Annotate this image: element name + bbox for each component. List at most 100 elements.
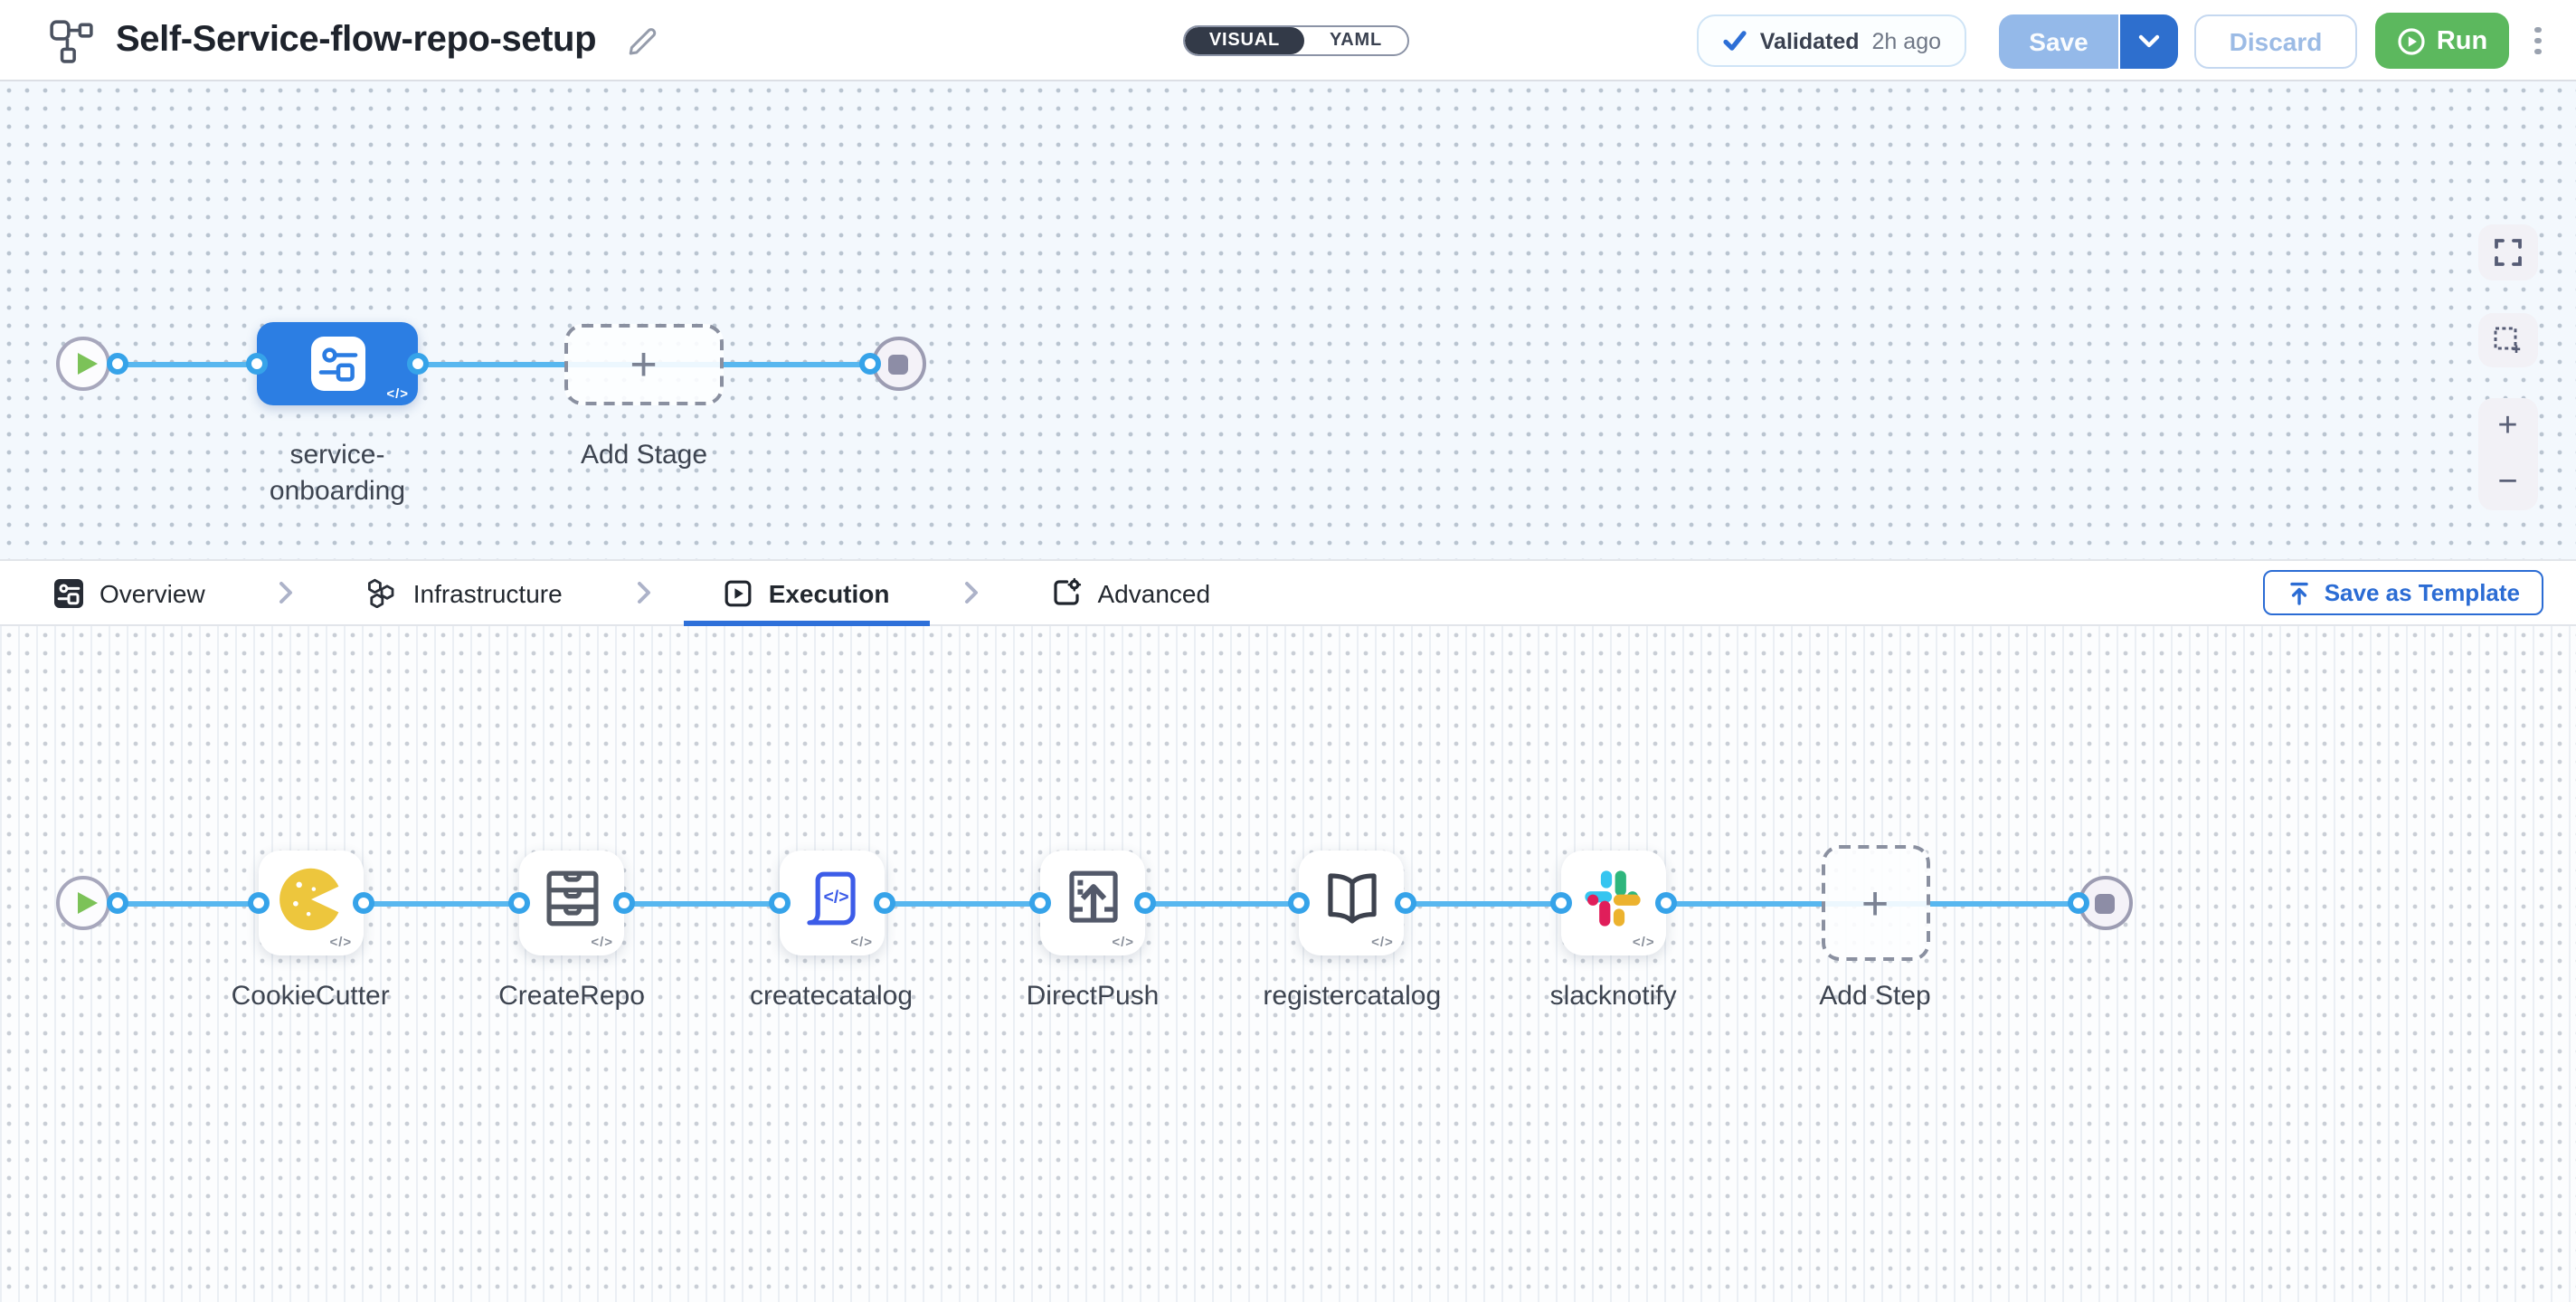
tab-overview[interactable]: Overview	[14, 561, 245, 624]
code-badge: </>	[1371, 933, 1394, 949]
port	[107, 353, 128, 375]
port	[1549, 892, 1572, 914]
port	[1134, 892, 1156, 914]
port	[613, 892, 635, 914]
step-node-cookiecutter[interactable]: </>	[258, 850, 364, 955]
validated-label: Validated	[1759, 28, 1860, 53]
toggle-visual[interactable]: VISUAL	[1185, 27, 1304, 54]
zoom-controls: + −	[2477, 398, 2538, 509]
validated-time: 2h ago	[1871, 28, 1941, 53]
marquee-select-icon	[2495, 326, 2521, 352]
execution-canvas[interactable]: </> </> </> </>	[0, 626, 2576, 1302]
port	[873, 892, 895, 914]
step-node-directpush[interactable]: </>	[1040, 850, 1145, 955]
marquee-select-button[interactable]	[2477, 312, 2538, 366]
step-node-slacknotify[interactable]: </>	[1560, 850, 1666, 955]
code-badge: </>	[1112, 933, 1134, 949]
step-node-createrepo[interactable]: </>	[519, 850, 624, 955]
stop-icon	[888, 354, 908, 374]
stage-type-icon	[310, 337, 365, 391]
plus-icon: +	[1861, 876, 1889, 930]
save-split-button: Save	[1999, 14, 2178, 68]
stage-node-service-onboarding[interactable]: </>	[257, 322, 418, 405]
step-node-registercatalog[interactable]: </>	[1299, 850, 1405, 955]
add-step-label: Add Step	[1819, 981, 1931, 1012]
port	[508, 892, 530, 914]
port	[768, 892, 790, 914]
cookiecutter-icon	[279, 867, 338, 930]
port	[859, 353, 881, 375]
code-badge: </>	[850, 933, 873, 949]
validated-badge[interactable]: Validated 2h ago	[1696, 14, 1966, 67]
start-play-icon	[77, 892, 97, 914]
step-label: slacknotify	[1549, 981, 1677, 1012]
start-play-icon	[77, 353, 97, 375]
chevron-down-icon	[2138, 33, 2160, 48]
add-stage-button[interactable]: +	[564, 323, 723, 405]
step-node-createcatalog[interactable]: </> </>	[779, 850, 884, 955]
code-badge: </>	[386, 385, 409, 402]
fit-to-screen-button[interactable]	[2477, 224, 2538, 280]
chevron-right-icon	[959, 581, 982, 604]
stage-canvas[interactable]: </> + service-onboarding Add Stage + −	[0, 81, 2576, 559]
tab-execution[interactable]: Execution	[683, 561, 930, 626]
tab-label: Overview	[99, 578, 205, 607]
open-book-icon	[1328, 873, 1377, 924]
step-label: DirectPush	[1026, 981, 1160, 1012]
save-options-button[interactable]	[2120, 14, 2178, 68]
add-step-button[interactable]: +	[1821, 845, 1929, 961]
plus-icon: +	[630, 337, 658, 392]
file-gear-icon	[1053, 577, 1081, 605]
code-badge: </>	[591, 933, 613, 949]
stage-label: service-onboarding	[269, 440, 406, 507]
fit-screen-icon	[2494, 239, 2522, 266]
pipeline-header: Self-Service-flow-repo-setup VISUAL YAML…	[0, 0, 2576, 81]
zoom-out-button[interactable]: −	[2497, 462, 2518, 500]
port	[1394, 892, 1416, 914]
run-label: Run	[2436, 26, 2488, 55]
visual-yaml-toggle[interactable]: VISUAL YAML	[1183, 25, 1409, 56]
stage-start-node[interactable]	[56, 337, 110, 391]
step-label: CookieCutter	[231, 981, 390, 1012]
page-title: Self-Service-flow-repo-setup	[116, 19, 597, 59]
tab-label: Advanced	[1097, 578, 1211, 607]
stop-icon	[2095, 893, 2115, 913]
code-badge: </>	[1632, 933, 1655, 949]
code-badge: </>	[329, 933, 353, 949]
port	[1288, 892, 1311, 914]
upload-icon	[2287, 580, 2312, 605]
run-play-icon	[2397, 26, 2426, 55]
run-button[interactable]: Run	[2375, 13, 2509, 69]
step-label: createcatalog	[749, 981, 914, 1012]
add-stage-label: Add Stage	[580, 440, 708, 470]
discard-button[interactable]: Discard	[2194, 14, 2357, 68]
upload-box-icon	[1068, 870, 1117, 923]
port	[107, 892, 128, 914]
save-button[interactable]: Save	[1999, 14, 2120, 68]
edit-title-icon[interactable]	[625, 24, 656, 55]
zoom-in-button[interactable]: +	[2497, 407, 2518, 445]
svg-text:</>: </>	[824, 888, 849, 908]
port	[352, 892, 374, 914]
port	[247, 892, 270, 914]
tab-label: Execution	[768, 578, 890, 607]
drawers-icon	[545, 870, 598, 927]
code-document-icon: </>	[807, 871, 856, 926]
step-label: registercatalog	[1263, 981, 1442, 1012]
step-label: CreateRepo	[498, 981, 645, 1012]
toggle-yaml[interactable]: YAML	[1329, 31, 1382, 51]
chevron-right-icon	[274, 581, 298, 604]
port	[246, 353, 268, 375]
save-as-template-button[interactable]: Save as Template	[2262, 570, 2543, 615]
stage-connector-line	[83, 361, 899, 366]
hexagons-icon	[368, 578, 395, 608]
tab-advanced[interactable]: Advanced	[1011, 561, 1251, 624]
port	[1654, 892, 1677, 914]
execution-start-node[interactable]	[56, 876, 110, 930]
pipeline-flow-icon	[49, 17, 94, 62]
tab-infrastructure[interactable]: Infrastructure	[327, 561, 602, 624]
more-options-icon[interactable]	[2525, 13, 2551, 69]
play-square-icon	[724, 579, 752, 606]
check-icon	[1722, 29, 1747, 52]
